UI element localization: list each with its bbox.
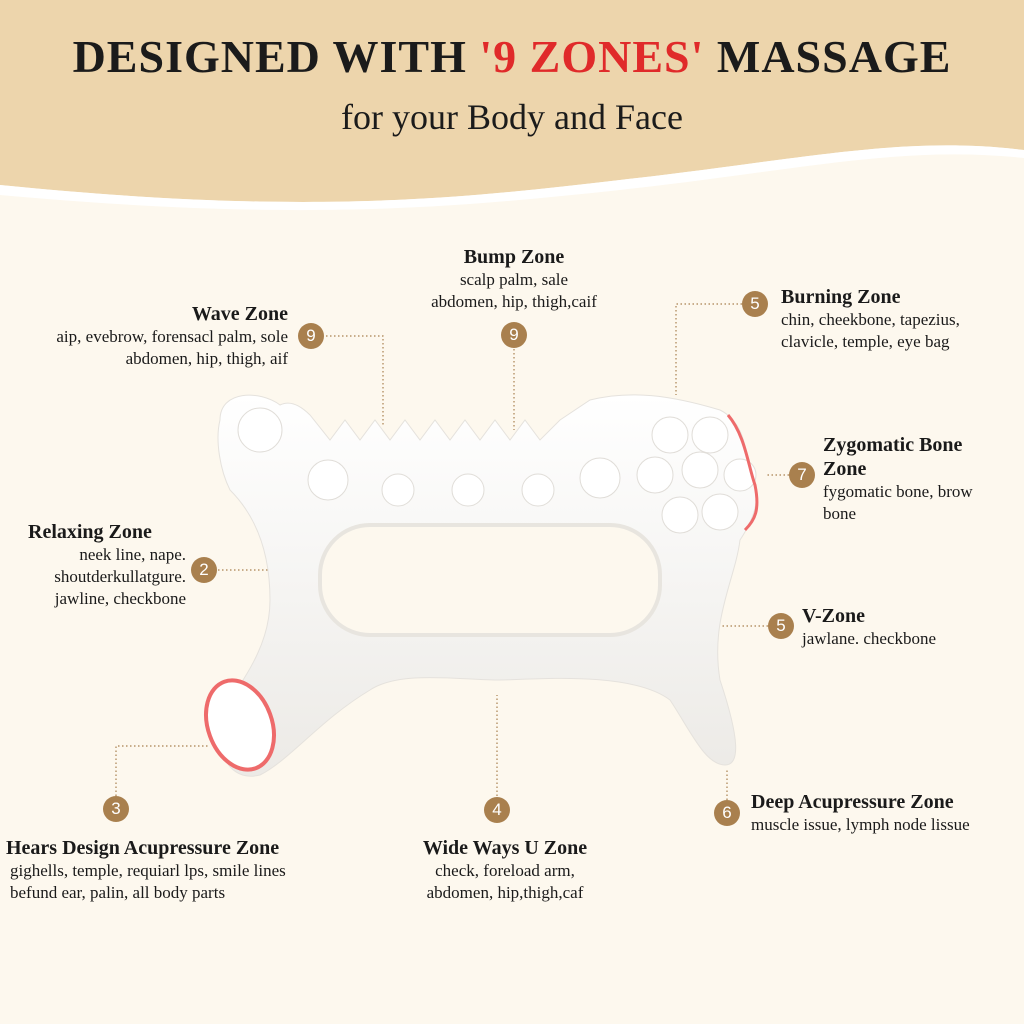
zone-number-badge: 3 [103,796,129,822]
zone-number-badge: 2 [191,557,217,583]
zone-desc: jawlane. checkbone [802,629,937,648]
zone-desc: shoutderkullatgure. [54,567,186,586]
header-band [0,0,1024,211]
zone-desc: abdomen, hip, thigh,caif [431,292,597,311]
zone-deep-acupressure: Deep Acupressure Zone muscle issue, lymp… [751,790,1024,836]
gua-sha-tool-image [204,394,759,777]
zone-number-badge: 5 [742,291,768,317]
zone-desc: muscle issue, lymph node lissue [751,815,970,834]
zone-desc: chin, cheekbone, tapezius, [781,310,960,329]
zone-desc: scalp palm, sale [459,270,569,289]
zone-title: Burning Zone [781,286,901,308]
zone-title: Relaxing Zone [28,521,152,543]
zone-desc: aip, evebrow, forensacl palm, sole [56,327,288,346]
zone-desc: fygomatic bone, brow [823,482,973,501]
zone-wave: Wave Zone aip, evebrow, forensacl palm, … [0,302,288,370]
zone-burning: Burning Zone chin, cheekbone, tapezius, … [781,285,1024,353]
zone-title: Wide Ways U Zone [422,837,588,859]
zone-desc: gighells, temple, requiarl lps, smile li… [10,861,286,880]
zone-wide-ways-u: Wide Ways U Zone check, foreload arm, ab… [395,836,615,904]
zone-title-line2: Zone [823,458,867,480]
page-title: DESIGNED WITH '9 ZONES' MASSAGE [72,31,952,82]
zone-title: V-Zone [802,605,865,627]
zone-zygomatic: Zygomatic Bone Zone fygomatic bone, brow… [823,433,1024,525]
zone-number-badge: 6 [714,800,740,826]
zone-hears-design: Hears Design Acupressure Zone gighells, … [6,836,386,904]
zone-desc: check, foreload arm, [435,861,575,880]
page-subtitle: for your Body and Face [341,97,683,137]
zone-desc: abdomen, hip,thigh,caf [426,883,584,902]
zone-v: V-Zone jawlane. checkbone [802,604,1024,650]
zone-title: Zygomatic Bone [823,434,963,456]
zone-number-badge: 9 [298,323,324,349]
zone-title: Deep Acupressure Zone [751,791,954,813]
zone-desc: clavicle, temple, eye bag [781,332,950,351]
zone-desc: abdomen, hip, thigh, aif [125,349,288,368]
zone-number-badge: 4 [484,797,510,823]
zone-title: Bump Zone [463,246,565,268]
zone-desc: bone [823,504,857,523]
zone-desc: befund ear, palin, all body parts [10,883,226,902]
title-accent: '9 ZONES' [479,31,705,82]
zone-title: Hears Design Acupressure Zone [6,837,280,859]
zone-number-badge: 5 [768,613,794,639]
zone-bump: Bump Zone scalp palm, sale abdomen, hip,… [400,245,628,313]
zone-desc: neek line, nape. [79,545,186,564]
zone-number-badge: 7 [789,462,815,488]
zone-desc: jawline, checkbone [54,589,186,608]
zone-number-badge: 9 [501,322,527,348]
zone-title: Wave Zone [191,303,288,325]
zone-relaxing: Relaxing Zone neek line, nape. shoutderk… [0,520,186,610]
